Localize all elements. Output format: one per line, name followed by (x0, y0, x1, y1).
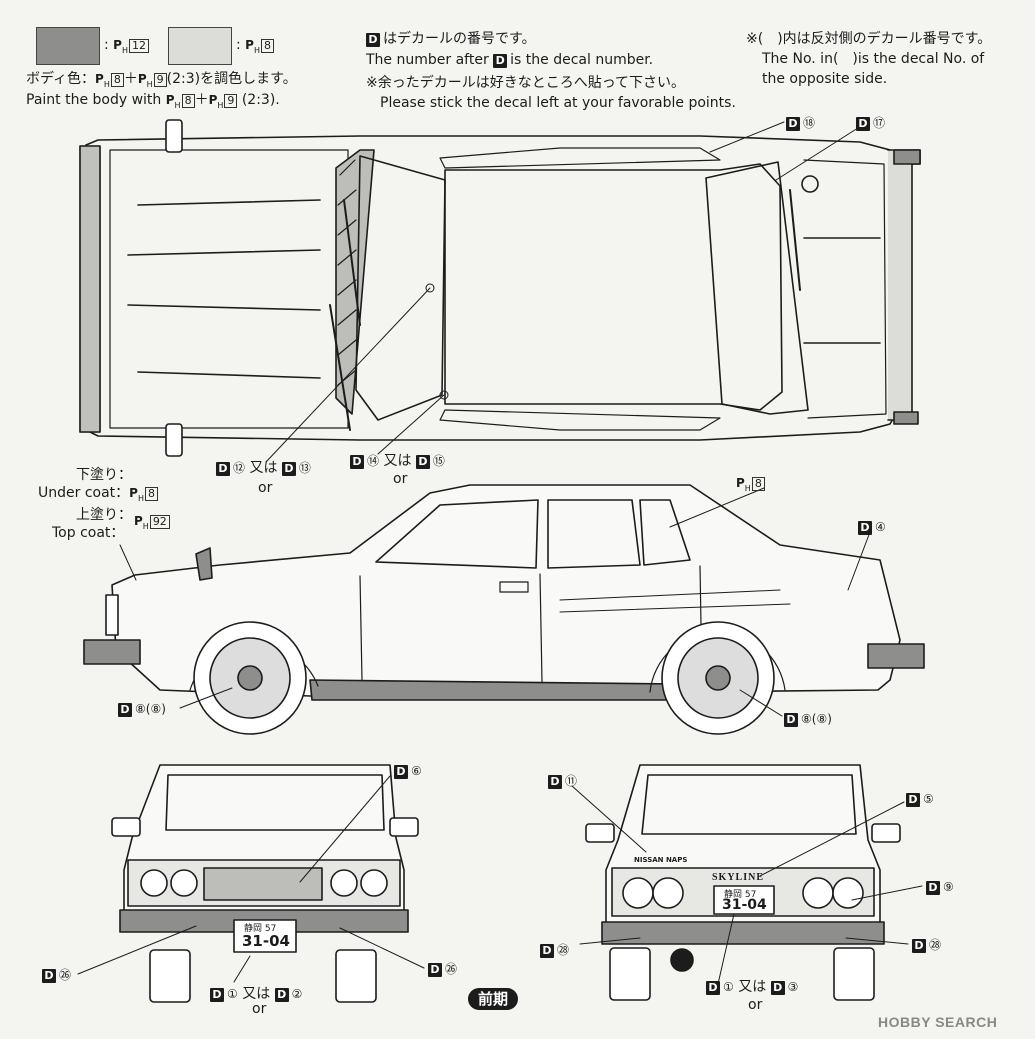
car-top-view (79, 119, 921, 463)
rear-plate-top: 静岡 57 (724, 890, 757, 900)
under-coat-jp: 下塗り： (76, 467, 132, 483)
color-swatch-dark (36, 27, 100, 65)
top-coat-en: Top coat： (52, 525, 125, 541)
top-coat-jp: 上塗り： (76, 507, 132, 523)
rear-skyline-text: SKYLINE (712, 872, 765, 883)
or-label-rear: or (748, 997, 763, 1013)
opposite-note-jp: ※( )内は反対側のデカール番号です。 (746, 31, 992, 47)
or-label-top-left: or (258, 480, 273, 496)
color-swatch-light (168, 27, 232, 65)
extra-decal-note-jp: ※余ったデカールは好きなところへ貼って下さい。 (366, 75, 686, 91)
car-side-view (83, 484, 925, 735)
car-rear-view (571, 764, 923, 1001)
front-plate-top: 静岡 57 (244, 924, 277, 934)
car-front-view (77, 764, 425, 1003)
zenki-badge: 前期 (468, 988, 519, 1010)
opposite-note-en-2: the opposite side. (762, 71, 888, 87)
rear-badge-text: NISSAN NAPS (634, 856, 688, 864)
opposite-note-en-1: The No. in( )is the decal No. of (762, 51, 985, 67)
extra-decal-note-en: Please stick the decal left at your favo… (380, 95, 736, 111)
or-label-front: or (252, 1001, 267, 1017)
or-label-top-right: or (393, 471, 408, 487)
rear-plate-number: 31-04 (722, 897, 767, 913)
front-plate-number: 31-04 (242, 932, 290, 950)
watermark: HOBBY SEARCH (878, 1014, 998, 1030)
